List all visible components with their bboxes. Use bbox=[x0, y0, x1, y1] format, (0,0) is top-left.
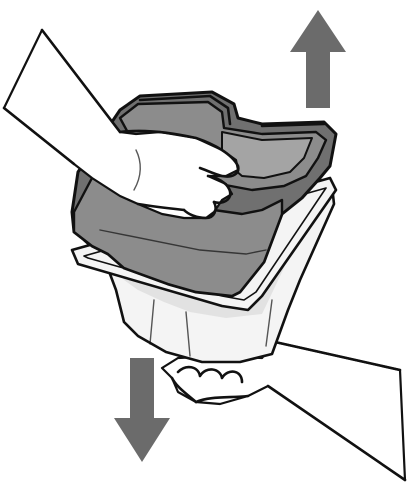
up-arrow-icon bbox=[290, 10, 346, 108]
lower-hand bbox=[162, 342, 405, 480]
down-arrow-icon bbox=[114, 358, 170, 462]
